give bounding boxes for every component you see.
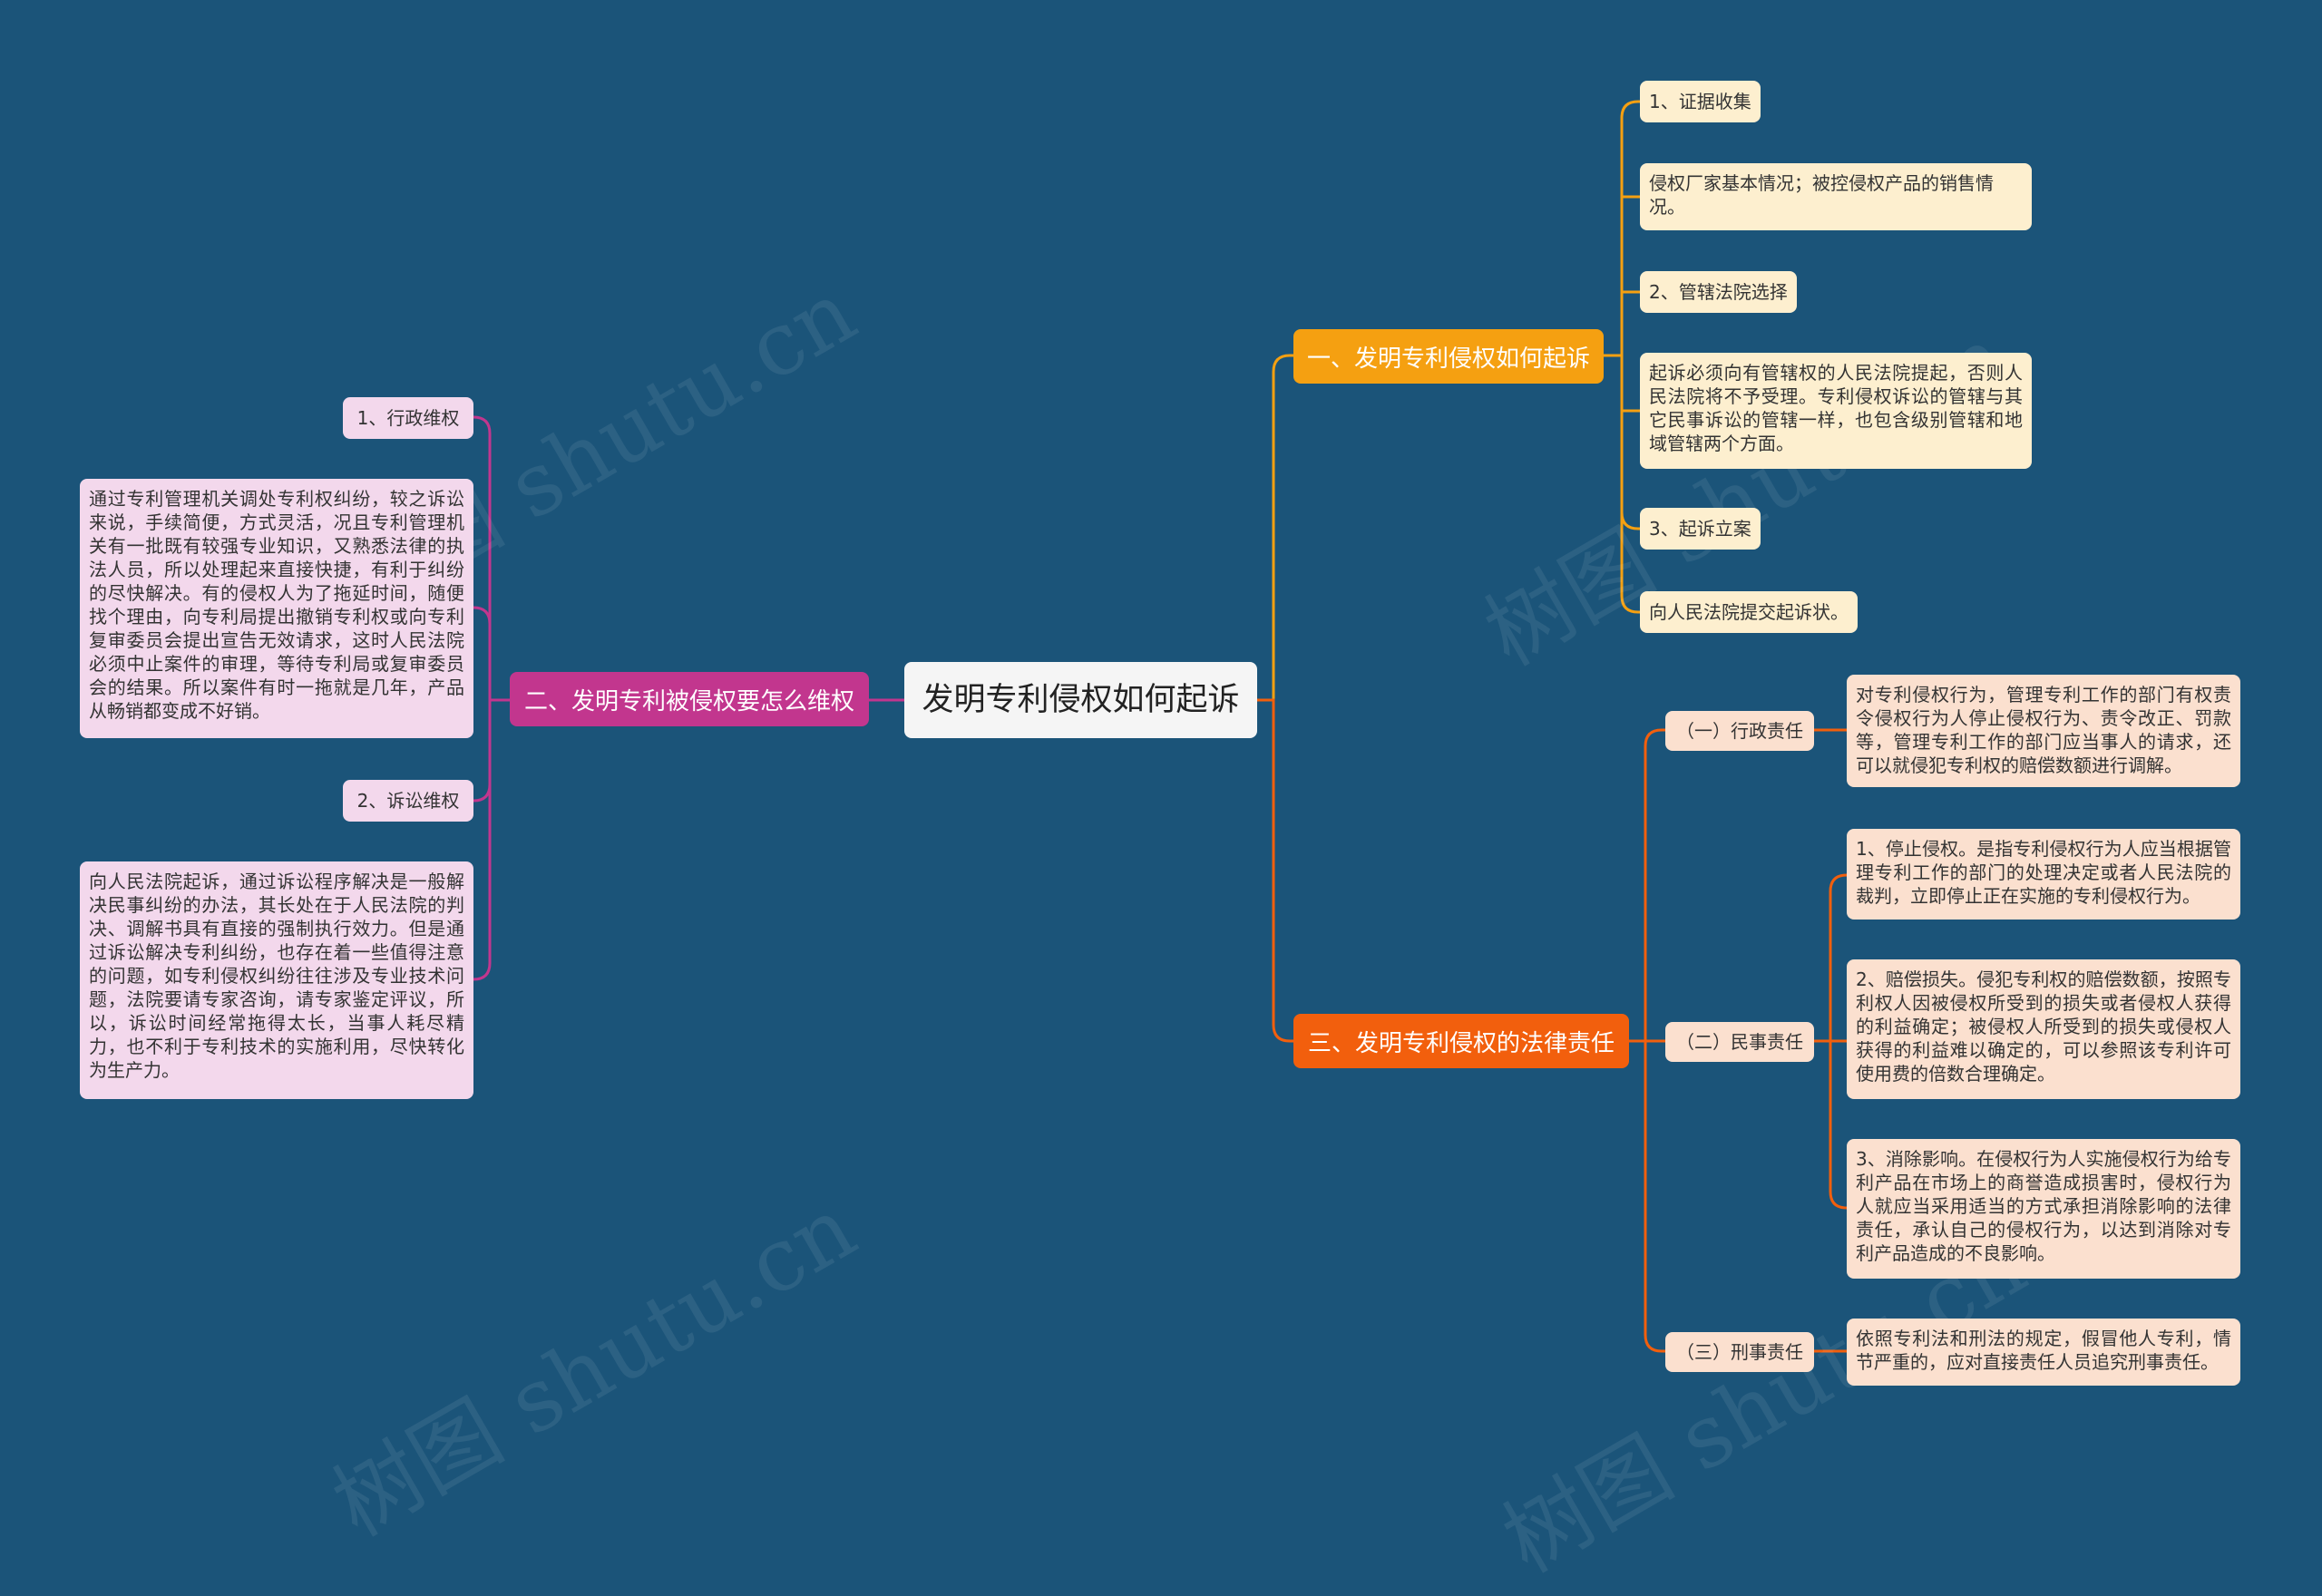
leaf-administrative-protection-detail[interactable]: 通过专利管理机关调处专利权纠纷，较之诉讼来说，手续简便，方式灵活，况且专利管理机…	[80, 479, 473, 738]
leaf-litigation-protection[interactable]: 2、诉讼维权	[343, 780, 473, 822]
leaf-filing[interactable]: 3、起诉立案	[1640, 508, 1761, 550]
leaf-administrative-detail[interactable]: 对专利侵权行为，管理专利工作的部门有权责令侵权行为人停止侵权行为、责令改正、罚款…	[1847, 675, 2240, 787]
group-criminal-liability[interactable]: （三）刑事责任	[1665, 1332, 1814, 1372]
leaf-litigation-protection-detail[interactable]: 向人民法院起诉，通过诉讼程序解决是一般解决民事纠纷的办法，其长处在于人民法院的判…	[80, 861, 473, 1099]
leaf-evidence-detail[interactable]: 侵权厂家基本情况；被控侵权产品的销售情况。	[1640, 163, 2032, 230]
leaf-administrative-protection[interactable]: 1、行政维权	[343, 397, 473, 439]
leaf-stop-infringement[interactable]: 1、停止侵权。是指专利侵权行为人应当根据管理专利工作的部门的处理决定或者人民法院…	[1847, 829, 2240, 920]
group-administrative-liability[interactable]: （一）行政责任	[1665, 711, 1814, 751]
root-topic[interactable]: 发明专利侵权如何起诉	[904, 662, 1257, 738]
leaf-eliminate-influence[interactable]: 3、消除影响。在侵权行为人实施侵权行为给专利产品在市场上的商誉造成损害时，侵权行…	[1847, 1139, 2240, 1279]
connector-lines	[473, 100, 1848, 1353]
group-civil-liability[interactable]: （二）民事责任	[1665, 1022, 1814, 1062]
leaf-court-detail[interactable]: 起诉必须向有管辖权的人民法院提起，否则人民法院将不予受理。专利侵权诉讼的管辖与其…	[1640, 353, 2032, 469]
branch-rights-protection[interactable]: 二、发明专利被侵权要怎么维权	[510, 672, 869, 726]
branch-legal-liability[interactable]: 三、发明专利侵权的法律责任	[1293, 1014, 1629, 1068]
leaf-filing-detail[interactable]: 向人民法院提交起诉状。	[1640, 591, 1858, 633]
leaf-compensation[interactable]: 2、赔偿损失。侵犯专利权的赔偿数额，按照专利权人因被侵权所受到的损失或者侵权人获…	[1847, 959, 2240, 1099]
leaf-criminal-detail[interactable]: 依照专利法和刑法的规定，假冒他人专利，情节严重的，应对直接责任人员追究刑事责任。	[1847, 1319, 2240, 1386]
leaf-court-selection[interactable]: 2、管辖法院选择	[1640, 271, 1797, 313]
branch-how-to-sue[interactable]: 一、发明专利侵权如何起诉	[1293, 329, 1604, 384]
leaf-evidence-collection[interactable]: 1、证据收集	[1640, 81, 1761, 122]
